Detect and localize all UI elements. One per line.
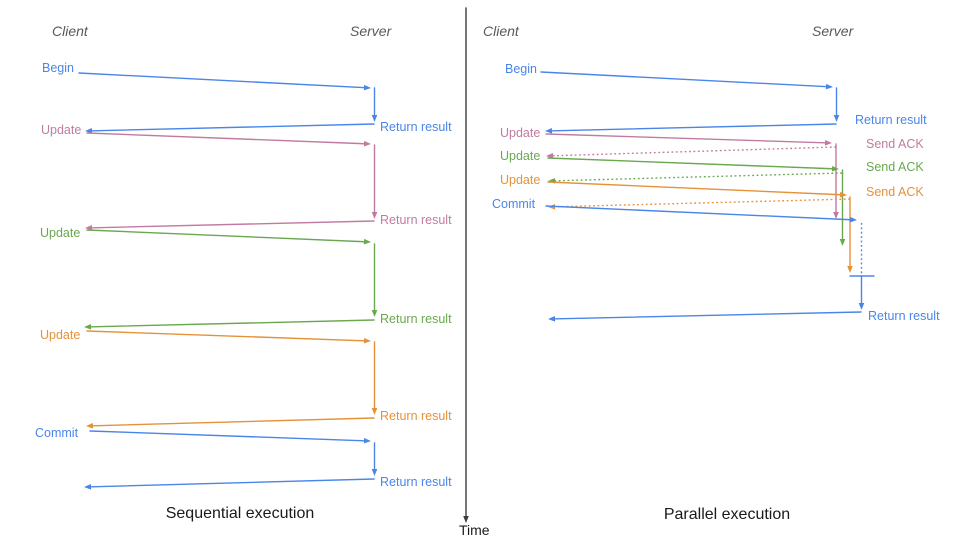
sequential-update1-process-arrowhead: [371, 212, 378, 219]
sequential-begin-request-line: [78, 72, 369, 89]
parallel-update3-request-arrowhead: [839, 191, 847, 198]
parallel-update3-request-line: [547, 181, 845, 196]
sequential-update1-request-line: [86, 132, 369, 145]
parallel-panel-title-parallel: Parallel execution: [664, 506, 790, 523]
sequential-update3-process-arrowhead: [371, 408, 378, 415]
parallel-update2-process-arrowhead: [839, 239, 846, 246]
sequential-server-header: Server: [350, 23, 393, 39]
sequential-update3-request-line: [86, 330, 369, 342]
parallel-begin-process-arrowhead: [833, 115, 840, 122]
sequential-commit-request-arrowhead: [363, 437, 371, 444]
sequential-begin-response-line: [87, 123, 375, 132]
parallel-update1-label: Update: [500, 126, 540, 140]
parallel-begin-result-label: Return result: [855, 113, 927, 127]
parallel-update1-request-line: [545, 133, 830, 144]
parallel-update3-ack-label: Send ACK: [866, 185, 924, 199]
sequential-commit-label: Commit: [35, 426, 79, 440]
sequential-commit-request-line: [89, 430, 369, 442]
sequential-update3-response-arrowhead: [86, 423, 94, 429]
parallel-commit-request-line: [545, 205, 855, 221]
sequential-begin-label: Begin: [42, 61, 74, 75]
parallel-update1-process-arrowhead: [833, 212, 839, 219]
sequential-commit-response-arrowhead: [84, 484, 92, 490]
parallel-update2-label: Update: [500, 149, 540, 163]
parallel-begin-response-line: [547, 123, 837, 132]
parallel-commit-label: Commit: [492, 197, 536, 211]
time-axis-label: Time: [459, 522, 490, 538]
sequential-update1-request-arrowhead: [363, 140, 371, 147]
sequential-update1-response-arrowhead: [85, 225, 93, 231]
sequential-update3-request-arrowhead: [363, 337, 371, 344]
parallel-update2-request-arrowhead: [831, 165, 839, 172]
sequential-update1-response-line: [87, 220, 375, 229]
sequential-begin-process-arrowhead: [371, 115, 378, 122]
parallel-update3-ack-line: [550, 198, 851, 208]
sequential-update2-response-arrowhead: [84, 324, 92, 330]
parallel-update2-ack-label: Send ACK: [866, 160, 924, 174]
sequential-panel-title-sequential: Sequential execution: [166, 505, 315, 522]
sequential-begin-response-arrowhead: [85, 128, 93, 134]
sequential-begin-request-arrowhead: [363, 84, 371, 91]
parallel-update3-label: Update: [500, 173, 540, 187]
parallel-commit-request-arrowhead: [849, 216, 857, 223]
sequential-update2-response-line: [86, 319, 375, 328]
parallel-update1-request-arrowhead: [824, 139, 832, 146]
parallel-begin-response-arrowhead: [545, 128, 553, 134]
sequential-update2-label: Update: [40, 226, 80, 240]
sequential-commit-response-line: [86, 478, 375, 488]
parallel-commit-result-label: Return result: [868, 309, 940, 323]
sequential-begin-result-label: Return result: [380, 120, 452, 134]
sequential-update2-request-arrowhead: [363, 238, 371, 245]
parallel-commit-final-arrowhead: [858, 303, 865, 310]
time-axis: Time: [459, 7, 490, 538]
sequential-update2-result-label: Return result: [380, 312, 452, 326]
sequential-update3-response-line: [88, 417, 375, 427]
parallel-commit-response-arrowhead: [548, 316, 556, 322]
sequential-update1-label: Update: [41, 123, 81, 137]
parallel-update2-request-line: [547, 157, 837, 170]
sequential-commit-process-arrowhead: [371, 469, 378, 476]
parallel-begin-request-arrowhead: [825, 83, 833, 90]
sequential-update3-label: Update: [40, 328, 80, 342]
sequential-client-header: Client: [52, 23, 89, 39]
parallel-update3-process-arrowhead: [847, 266, 853, 273]
parallel-server-header: Server: [812, 23, 855, 39]
parallel-update1-ack-arrowhead: [546, 152, 554, 159]
sequential-commit-result-label: Return result: [380, 475, 452, 489]
parallel-begin-label: Begin: [505, 62, 537, 76]
parallel-begin-request-line: [540, 71, 831, 88]
sequential-update1-result-label: Return result: [380, 213, 452, 227]
parallel-update1-ack-line: [548, 146, 837, 157]
sequential-update2-process-arrowhead: [371, 310, 378, 317]
sequential-update2-request-line: [86, 229, 369, 243]
sequential-update3-result-label: Return result: [380, 409, 452, 423]
parallel-commit-response-line: [550, 311, 862, 320]
parallel-update2-ack-line: [550, 172, 843, 182]
time-axis-line-arrowhead: [463, 516, 469, 523]
parallel-client-header: Client: [483, 23, 520, 39]
parallel-update1-ack-label: Send ACK: [866, 137, 924, 151]
